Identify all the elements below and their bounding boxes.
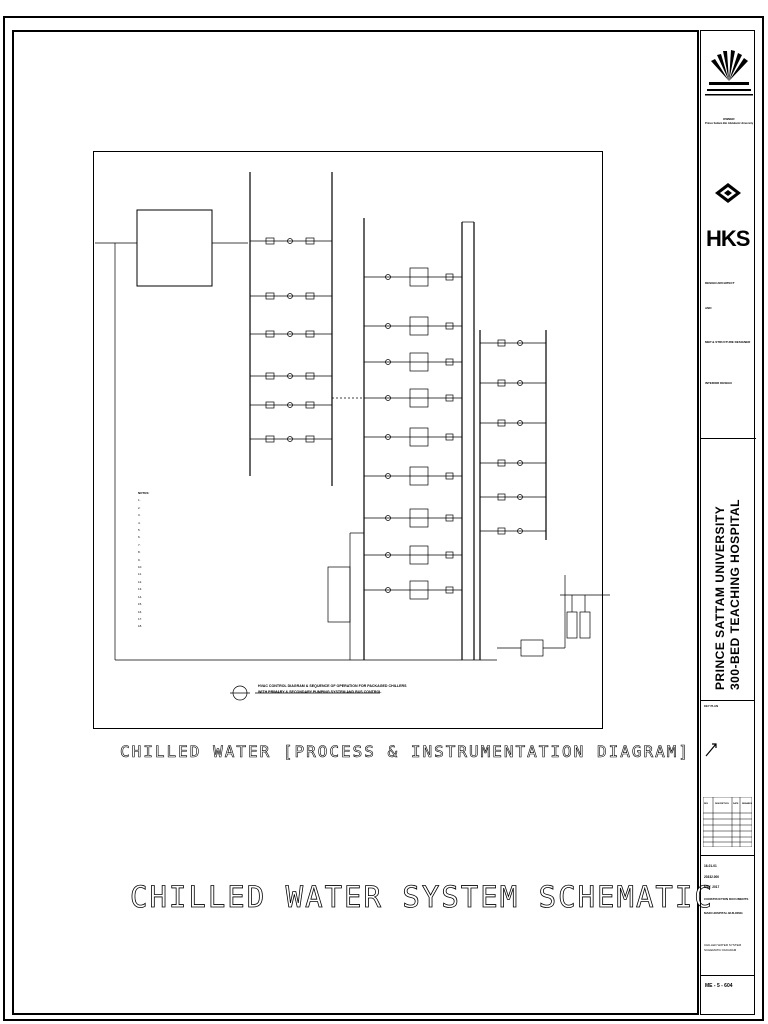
project-name-line-1: PRINCE SATTAM UNIVERSITY: [713, 505, 727, 690]
project-name-line-2: 300-BED TEACHING HOSPITAL: [728, 499, 742, 690]
phase: CONSTRUCTION DOCUMENTS: [704, 897, 749, 901]
control-caption-2: WITH PRIMARY & SECONDARY PUMPING SYSTEM …: [258, 690, 382, 694]
divider: [700, 700, 755, 701]
university-name: Prince Sattam Bin Abdulaziz University: [705, 122, 754, 125]
note-line: 4.: [138, 520, 141, 525]
rev-header: DATE: [733, 803, 739, 805]
note-line: 18.: [138, 624, 143, 629]
interior-design-label: INTERIOR DESIGN: [705, 381, 732, 385]
hks-logo: HKS: [706, 226, 750, 251]
note-line: 10.: [138, 565, 143, 570]
note-line: 6.: [138, 535, 141, 540]
divider: [700, 975, 755, 976]
left-branches: [250, 237, 332, 443]
note-line: 17.: [138, 616, 143, 621]
note-line: 9.: [138, 557, 141, 562]
project-number: 16-01-01: [704, 864, 717, 868]
sheet-number: ME - 5 - 604: [705, 983, 733, 989]
note-line: 8.: [138, 550, 141, 555]
university-logo: [705, 50, 753, 96]
drawing-sheet-border: [3, 16, 764, 1021]
note-line: 3.: [138, 513, 141, 518]
note-line: 7.: [138, 542, 141, 547]
and-label: AND: [705, 306, 712, 310]
rev-header: REMARKS: [742, 803, 753, 805]
notes-heading: NOTES:: [138, 491, 150, 495]
sheet-main-title: CHILLED WATER SYSTEM SCHEMATIC: [130, 880, 714, 915]
project-name-block: PRINCE SATTAM UNIVERSITY 300-BED TEACHIN…: [700, 438, 755, 698]
issue-date: MAY, 2017: [704, 885, 720, 889]
divider: [701, 438, 756, 439]
note-line: 14.: [138, 594, 143, 599]
divider: [700, 855, 755, 856]
rev-header: DESCRIPTION: [715, 803, 729, 805]
note-line: 5.: [138, 528, 141, 533]
note-line: 15.: [138, 602, 143, 607]
bottom-equipment: [520, 639, 544, 657]
drawing-area-border: [12, 30, 699, 1015]
note-line: 16.: [138, 609, 143, 614]
note-line: 11.: [138, 572, 142, 577]
key-plan-label: KEY PLAN: [704, 704, 719, 708]
note-line: 1.: [138, 498, 141, 503]
revision-table: [703, 797, 752, 847]
center-pump-rows: [364, 267, 462, 600]
owner-heading: OWNER: [723, 117, 735, 121]
sheet-title-line-1: CHILLED WATER SYSTEM: [704, 943, 742, 947]
firm-logo: [715, 183, 741, 203]
north-arrow-icon: [705, 743, 717, 757]
drawing-notes: NOTES: 1. 2. 3. 4. 5. 6. 7. 8. 9. 10. 11…: [138, 490, 388, 631]
rev-header: REV: [704, 803, 709, 805]
note-line: 12.: [138, 579, 143, 584]
mep-structure-label: MEP & STRUCTURE DESIGNER: [705, 340, 751, 344]
project-reference: 20332.000: [704, 875, 720, 879]
sub-title: CHILLED WATER [PROCESS & INSTRUMENTATION…: [120, 742, 691, 762]
sheet-title-line-2: SCHEMATIC DIAGRAM: [704, 948, 737, 952]
building: MAIN HOSPITAL BUILDING: [704, 911, 743, 915]
chiller-unit: [136, 209, 213, 287]
design-architect-label: DESIGN ARCHITECT: [705, 281, 735, 285]
schematic-frame: [93, 151, 603, 729]
right-branches: [480, 339, 546, 535]
title-block: OWNER Prince Sattam Bin Abdulaziz Univer…: [700, 30, 756, 1015]
control-caption-1: HVAC CONTROL DIAGRAM & SEQUENCE OF OPERA…: [258, 684, 407, 688]
note-line: 2.: [138, 505, 141, 510]
note-line: 13.: [138, 587, 143, 592]
